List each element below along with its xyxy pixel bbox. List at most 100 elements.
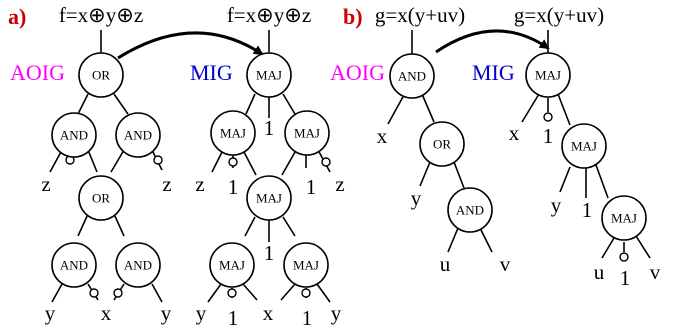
- svg-text:MAJ: MAJ: [293, 258, 319, 273]
- svg-text:MAJ: MAJ: [571, 139, 597, 154]
- mig-node: MAJ: [246, 175, 292, 221]
- leaf-label: z: [41, 172, 50, 196]
- svg-text:AND: AND: [456, 203, 484, 218]
- inverter-bubble: [228, 157, 238, 167]
- leaf-label: x: [101, 301, 112, 325]
- svg-text:OR: OR: [433, 137, 451, 152]
- leaf-label: y: [45, 301, 56, 325]
- mig-node: MAJ: [283, 242, 329, 288]
- svg-text:AND: AND: [398, 69, 426, 84]
- constant-one: 1: [264, 241, 275, 265]
- svg-text:MAJ: MAJ: [611, 211, 637, 226]
- panel-a-aoig-edges: [49, 30, 163, 303]
- panel-a: a) f=x⊕y⊕z f=x⊕y⊕z AOIG MIG: [8, 3, 345, 330]
- svg-text:MAJ: MAJ: [535, 68, 561, 83]
- panel-a-mig-inverters: [227, 157, 331, 298]
- aoig-node: OR: [419, 121, 465, 167]
- leaf-label: y: [196, 301, 207, 325]
- panel-b-label: b): [343, 4, 363, 29]
- constant-one: 1: [582, 198, 593, 222]
- inverter-bubble: [543, 112, 553, 122]
- panel-a-aoig-tag: AOIG: [10, 60, 65, 85]
- inverter-bubble: [227, 288, 237, 298]
- svg-text:AND: AND: [60, 258, 88, 273]
- panel-b-aoig-formula: g=x(y+uv): [375, 3, 465, 27]
- panel-b-mig-labels: 1 1 1 x y u v: [509, 121, 661, 290]
- leaf-label: u: [440, 252, 451, 276]
- svg-text:AND: AND: [124, 128, 152, 143]
- leaf-label: v: [500, 252, 511, 276]
- svg-text:AND: AND: [124, 258, 152, 273]
- svg-text:OR: OR: [92, 68, 110, 83]
- aoig-node: AND: [115, 242, 161, 288]
- constant-one: 1: [543, 124, 554, 148]
- svg-text:OR: OR: [92, 191, 110, 206]
- constant-one: 1: [264, 116, 275, 140]
- leaf-label: u: [594, 260, 605, 284]
- constant-one: 1: [302, 306, 313, 330]
- mig-node: MAJ: [284, 110, 330, 156]
- panel-b: b) g=x(y+uv) g=x(y+uv) AOIG MIG AND OR A…: [330, 3, 661, 290]
- inverter-bubble: [113, 288, 123, 298]
- panel-a-mig-labels: 1 1 1 1 1 1 z z y x y: [195, 116, 344, 330]
- panel-b-aoig-leaves: x y u v: [377, 124, 511, 276]
- panel-b-mig-formula: g=x(y+uv): [514, 3, 604, 27]
- panel-a-mig-nodes: MAJ MAJ MAJ MAJ MAJ MAJ: [209, 52, 330, 288]
- leaf-label: z: [162, 172, 171, 196]
- inverter-bubble: [619, 252, 629, 262]
- leaf-label: z: [335, 172, 344, 196]
- aoig-node: AND: [51, 242, 97, 288]
- leaf-label: z: [195, 172, 204, 196]
- panel-b-mig-nodes: MAJ MAJ MAJ: [525, 52, 647, 241]
- panel-a-mig-formula: f=x⊕y⊕z: [227, 3, 311, 27]
- leaf-label: x: [509, 121, 520, 145]
- panel-a-transform-arrow: [117, 31, 264, 60]
- leaf-label: y: [551, 193, 562, 217]
- inverter-bubble: [89, 288, 99, 298]
- mig-node: MAJ: [525, 52, 571, 98]
- aoig-node: AND: [389, 53, 435, 99]
- aoig-node: AND: [115, 112, 161, 158]
- leaf-label: y: [331, 301, 342, 325]
- leaf-label: y: [161, 301, 172, 325]
- panel-a-label: a): [8, 4, 26, 29]
- panel-b-mig-inverters: [543, 112, 629, 262]
- mig-node: MAJ: [561, 123, 607, 169]
- panel-a-aoig-formula: f=x⊕y⊕z: [59, 3, 143, 27]
- panel-b-aoig-tag: AOIG: [330, 60, 385, 85]
- constant-one: 1: [228, 306, 239, 330]
- svg-text:MAJ: MAJ: [220, 126, 246, 141]
- aoig-node: AND: [447, 187, 493, 233]
- constant-one: 1: [306, 175, 317, 199]
- aoig-node: OR: [78, 52, 124, 98]
- constant-one: 1: [228, 175, 239, 199]
- leaf-label: x: [377, 124, 388, 148]
- leaf-label: y: [411, 186, 422, 210]
- svg-text:MAJ: MAJ: [294, 126, 320, 141]
- mig-node: MAJ: [601, 195, 647, 241]
- panel-a-aoig-nodes: OR AND AND OR AND AND: [51, 52, 161, 288]
- panel-b-mig-tag: MIG: [472, 60, 515, 85]
- svg-text:MAJ: MAJ: [256, 191, 282, 206]
- panel-b-aoig-edges: [387, 30, 493, 253]
- svg-text:MAJ: MAJ: [219, 258, 245, 273]
- panel-a-aoig-leaves: z z y x y: [41, 172, 171, 325]
- svg-text:AND: AND: [60, 128, 88, 143]
- mig-node: MAJ: [246, 52, 292, 98]
- panel-b-aoig-nodes: AND OR AND: [389, 53, 493, 233]
- inverter-bubble: [321, 157, 331, 167]
- panel-a-mig-tag: MIG: [190, 60, 233, 85]
- aoig-node: OR: [78, 175, 124, 221]
- mig-node: MAJ: [210, 110, 256, 156]
- constant-one: 1: [620, 266, 631, 290]
- panel-a-aoig-inverters: [65, 155, 163, 298]
- mig-node: MAJ: [209, 242, 255, 288]
- aoig-node: AND: [51, 112, 97, 158]
- inverter-bubble: [153, 155, 163, 165]
- leaf-label: v: [650, 260, 661, 284]
- svg-text:MAJ: MAJ: [256, 68, 282, 83]
- inverter-bubble: [301, 288, 311, 298]
- panel-b-mig-edges: [521, 30, 651, 259]
- panel-b-transform-arrow: [435, 29, 550, 54]
